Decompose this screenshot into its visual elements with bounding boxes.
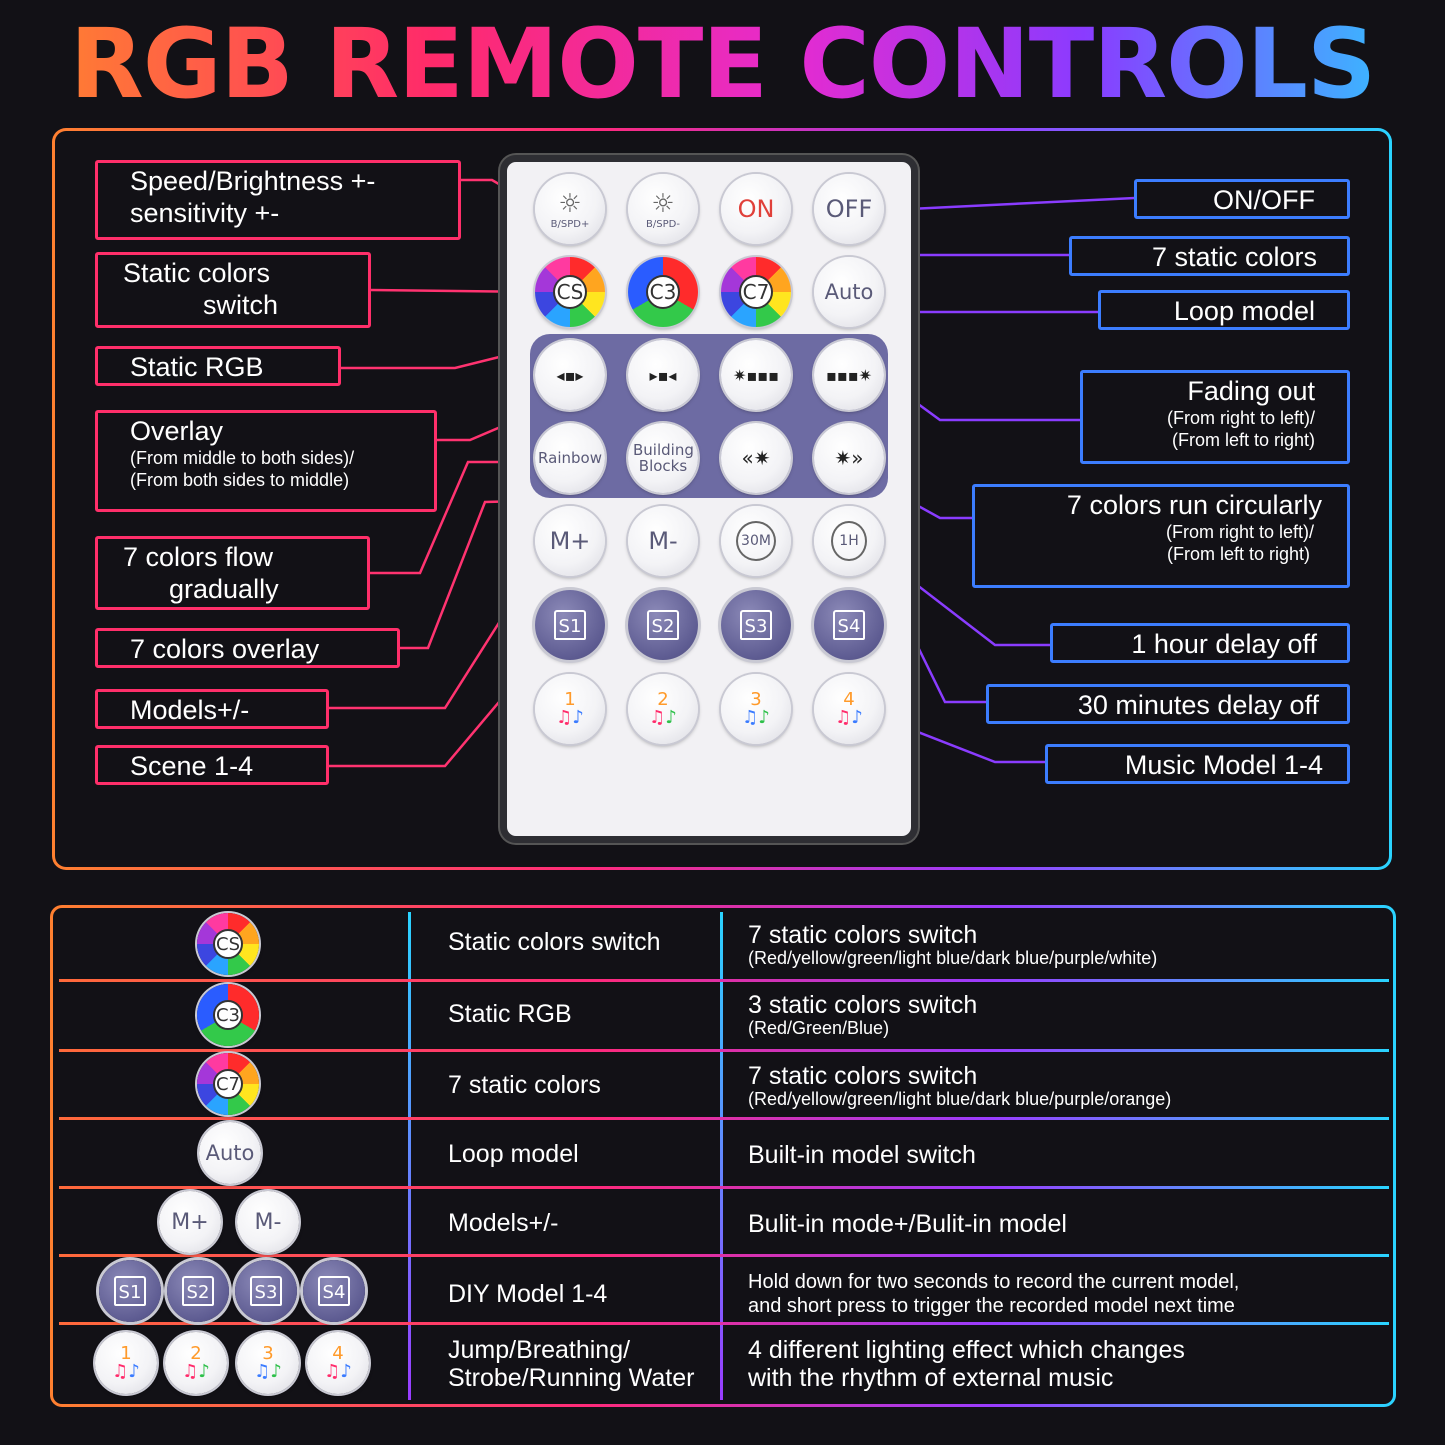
music-2-icon: 2♫♪	[165, 1332, 227, 1394]
scene-4-icon: S4	[303, 1260, 365, 1322]
music-2-button[interactable]: 2♫♪	[628, 674, 698, 744]
label-7-colors-flow: 7 colors flow gradually	[95, 536, 370, 610]
run-left-button[interactable]: «✷	[721, 423, 791, 493]
label-speed-brightness: Speed/Brightness +- sensitivity +-	[95, 160, 461, 240]
function-table: CS Static colors switch 7 static colors …	[50, 905, 1396, 1407]
scene-2-button[interactable]: S2	[628, 590, 698, 660]
label-music-model: Music Model 1-4	[1045, 744, 1350, 784]
brightness-down-button[interactable]: ☼B/SPD-	[628, 174, 698, 244]
label-30-min-delay: 30 minutes delay off	[986, 684, 1350, 724]
table-row-desc: 4 different lighting effect which change…	[748, 1336, 1185, 1392]
label-fading-out: Fading out (From right to left)/ (From l…	[1080, 370, 1350, 464]
c3-icon: C3	[197, 984, 259, 1046]
table-row-name: DIY Model 1-4	[448, 1280, 608, 1308]
model-minus-icon: M-	[237, 1191, 299, 1253]
c7-icon: C7	[197, 1053, 259, 1115]
sun-minus-icon: ☼	[651, 188, 675, 219]
scene-3-icon: S3	[235, 1260, 297, 1322]
music-notes-icon: ♫♪	[556, 707, 584, 728]
music-notes-icon: ♫♪	[742, 707, 770, 728]
music-notes-icon: ♫♪	[835, 707, 863, 728]
music-4-button[interactable]: 4♫♪	[814, 674, 884, 744]
model-minus-button[interactable]: M-	[628, 506, 698, 576]
cs-icon: CS	[197, 913, 259, 975]
label-static-colors-switch: Static colors switch	[95, 252, 371, 328]
scene-2-icon: S2	[167, 1260, 229, 1322]
scene-4-button[interactable]: S4	[814, 590, 884, 660]
label-7-static-colors: 7 static colors	[1069, 236, 1350, 276]
table-row-desc: Built-in model switch	[748, 1141, 976, 1169]
scene-1-button[interactable]: S1	[535, 590, 605, 660]
page-title: RGB REMOTE CONTROLS	[0, 8, 1445, 120]
music-1-icon: 1♫♪	[95, 1332, 157, 1394]
on-button[interactable]: ON	[721, 174, 791, 244]
scene-1-icon: S1	[99, 1260, 161, 1322]
brightness-up-button[interactable]: ☼B/SPD+	[535, 174, 605, 244]
building-blocks-button[interactable]: Building Blocks	[628, 423, 698, 493]
auto-button[interactable]: Auto	[814, 257, 884, 327]
table-row-desc: Hold down for two seconds to record the …	[748, 1271, 1240, 1317]
music-notes-icon: ♫♪	[649, 707, 677, 728]
rainbow-button[interactable]: Rainbow	[535, 423, 605, 493]
house-icon: S4	[832, 610, 866, 640]
overlay-in-button[interactable]: ▸▪◂	[628, 340, 698, 410]
fade-right-button[interactable]: ▪▪▪✷	[814, 340, 884, 410]
c7-button[interactable]: C7	[721, 257, 791, 327]
house-icon: S3	[739, 610, 773, 640]
fade-left-button[interactable]: ✷▪▪▪	[721, 340, 791, 410]
table-row-desc: Bulit-in mode+/Bulit-in model	[748, 1210, 1067, 1238]
model-plus-icon: M+	[159, 1191, 221, 1253]
label-static-rgb: Static RGB	[95, 346, 341, 386]
house-icon: S2	[646, 610, 680, 640]
table-row-name: Models+/-	[448, 1209, 559, 1237]
scene-3-button[interactable]: S3	[721, 590, 791, 660]
table-row-desc: 7 static colors switch (Red/yellow/green…	[748, 1062, 1172, 1109]
label-7-colors-run: 7 colors run circularly (From right to l…	[972, 484, 1350, 588]
auto-icon: Auto	[199, 1122, 261, 1184]
timer-1h-button[interactable]: 1H	[814, 506, 884, 576]
timer-30m-button[interactable]: 30M	[721, 506, 791, 576]
table-row-name: Loop model	[448, 1140, 579, 1168]
table-row-name: 7 static colors	[448, 1071, 601, 1099]
music-1-button[interactable]: 1♫♪	[535, 674, 605, 744]
table-row-name: Static RGB	[448, 1000, 572, 1028]
cs-button[interactable]: CS	[535, 257, 605, 327]
overlay-out-button[interactable]: ◂▪▸	[535, 340, 605, 410]
label-scene: Scene 1-4	[95, 745, 329, 785]
music-3-button[interactable]: 3♫♪	[721, 674, 791, 744]
house-icon: S1	[553, 610, 587, 640]
label-on-off: ON/OFF	[1134, 179, 1350, 219]
model-plus-button[interactable]: M+	[535, 506, 605, 576]
label-models: Models+/-	[95, 689, 329, 729]
table-row-desc: 7 static colors switch (Red/yellow/green…	[748, 921, 1158, 968]
c3-button[interactable]: C3	[628, 257, 698, 327]
label-7-colors-overlay: 7 colors overlay	[95, 628, 400, 668]
label-1-hour-delay: 1 hour delay off	[1050, 623, 1350, 663]
label-loop-model: Loop model	[1098, 290, 1350, 330]
off-button[interactable]: OFF	[814, 174, 884, 244]
music-4-icon: 4♫♪	[307, 1332, 369, 1394]
table-row-name: Jump/Breathing/ Strobe/Running Water	[448, 1336, 695, 1392]
table-row-desc: 3 static colors switch (Red/Green/Blue)	[748, 991, 978, 1038]
run-right-button[interactable]: ✷»	[814, 423, 884, 493]
sun-plus-icon: ☼	[558, 188, 582, 219]
music-3-icon: 3♫♪	[237, 1332, 299, 1394]
label-overlay: Overlay (From middle to both sides)/ (Fr…	[95, 410, 437, 512]
table-row-name: Static colors switch	[448, 928, 661, 956]
